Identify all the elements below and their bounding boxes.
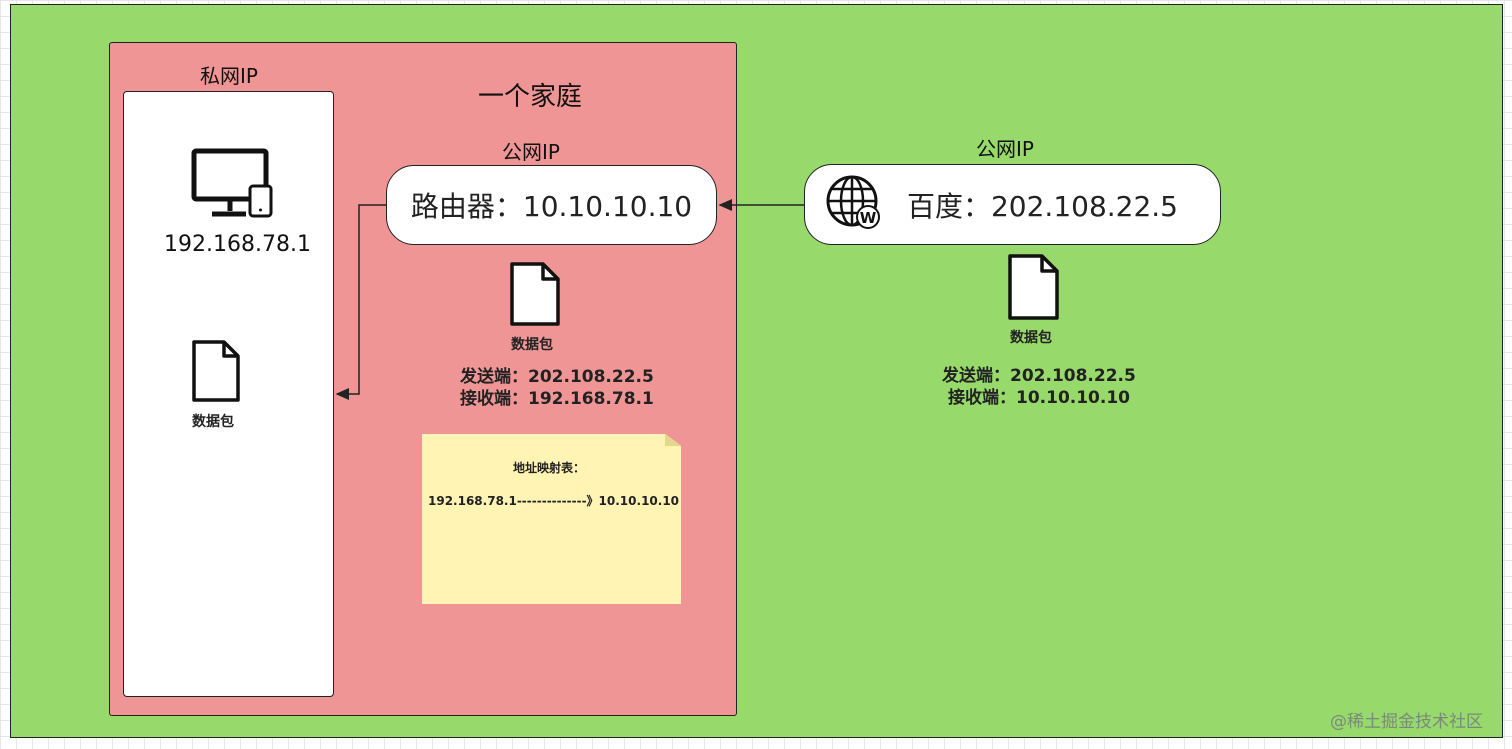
router-public-ip-label: 公网IP [502, 140, 560, 164]
server-text: 百度：202.108.22.5 [906, 189, 1179, 223]
internet-packet-label: 数据包 [1010, 330, 1052, 346]
computer-and-phone-icon [191, 148, 273, 218]
home-sender: 发送端：202.108.22.5 [460, 367, 654, 387]
home-receiver: 接收端：192.168.78.1 [460, 389, 654, 409]
private-ip-label: 私网IP [200, 64, 258, 88]
home-packet-label: 数据包 [511, 337, 553, 353]
internet-sender: 发送端：202.108.22.5 [942, 366, 1136, 386]
note-entry: 192.168.78.1--------------》10.10.10.10 [428, 494, 680, 508]
server-public-ip-label: 公网IP [976, 137, 1034, 161]
document-icon [192, 340, 240, 402]
device-ip: 192.168.78.1 [164, 232, 311, 257]
svg-text:W: W [860, 209, 877, 227]
router-text: 路由器：10.10.10.10 [410, 190, 693, 223]
watermark: @稀土掘金技术社区 [1330, 712, 1483, 732]
router-node[interactable]: 路由器：10.10.10.10 [386, 165, 717, 245]
internet-receiver: 接收端：10.10.10.10 [948, 388, 1131, 408]
document-icon [510, 262, 560, 326]
home-title: 一个家庭 [478, 82, 583, 112]
document-icon [1008, 254, 1059, 320]
lan-packet-label: 数据包 [192, 414, 234, 430]
address-mapping-note [422, 434, 681, 604]
globe-www-icon: W [826, 175, 880, 229]
note-title: 地址映射表： [513, 461, 586, 475]
